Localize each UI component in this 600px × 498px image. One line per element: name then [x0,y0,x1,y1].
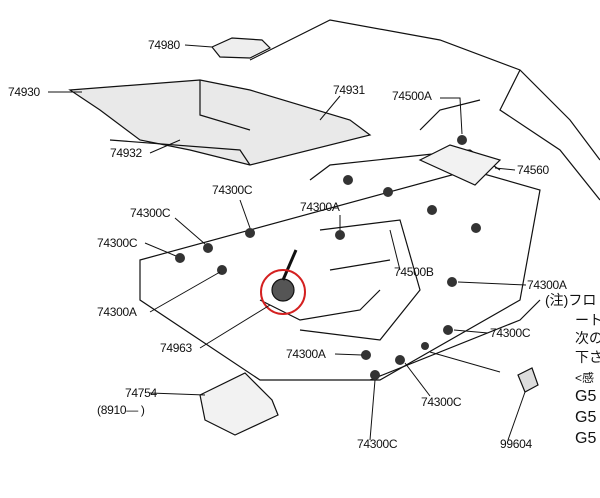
part-label-74500A: 74500A [392,89,432,103]
note-line: G5 [575,430,597,447]
part-label-74300A: 74300A [97,305,137,319]
part-label-99604: 99604 [500,437,532,451]
highlight-circle [260,269,306,315]
part-74980 [211,37,272,59]
carpet-74931 [68,79,372,166]
note-line: 下さ [575,349,600,365]
part-label-74560: 74560 [517,163,549,177]
part-label-74300C: 74300C [130,206,171,220]
body-outline [249,19,600,161]
shift-boot [271,278,295,302]
part-label-74300A: 74300A [286,347,326,361]
part-label-74930: 74930 [8,85,40,99]
part-99604 [517,367,539,393]
note-line: ート [575,312,600,328]
part-label-74754: 74754 [125,386,157,400]
part-label-date-range: (8910— ) [97,403,145,417]
part-label-74300C: 74300C [490,326,531,340]
part-label-74300C: 74300C [97,236,138,250]
part-label-74300A: 74300A [300,200,340,214]
note-line: 次の [575,330,600,346]
part-label-74300A: 74300A [527,278,567,292]
note-line: (注)フロ [545,292,597,308]
clips [175,135,481,380]
part-74560 [418,144,502,186]
note-line: G5 [575,388,597,405]
part-74754 [199,372,279,436]
note-line: <感 [575,371,595,385]
part-label-74932: 74932 [110,146,142,160]
part-label-74931: 74931 [333,83,365,97]
part-label-74300C: 74300C [357,437,398,451]
part-label-74300C: 74300C [212,183,253,197]
part-label-74963: 74963 [160,341,192,355]
part-label-74980: 74980 [148,38,180,52]
part-label-74500B: 74500B [394,265,434,279]
note-line: G5 [575,409,597,426]
leader-lines [48,44,527,441]
part-label-74300C: 74300C [421,395,462,409]
